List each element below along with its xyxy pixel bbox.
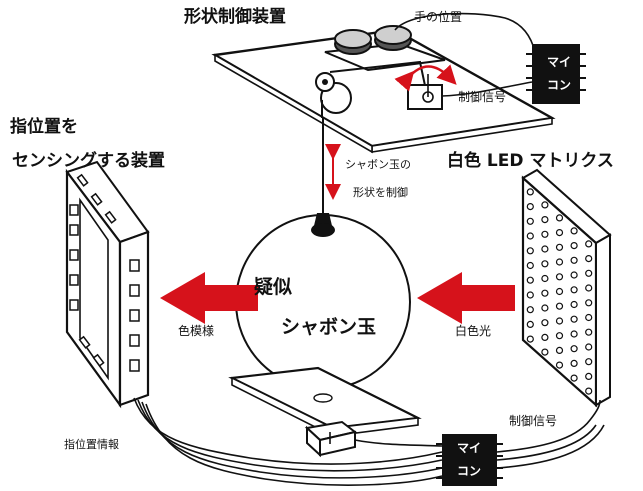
bottom-wires (133, 397, 605, 486)
led-dot (526, 188, 534, 196)
led-dot (526, 291, 534, 299)
color-pattern-arrow (160, 272, 258, 324)
led-dot (526, 203, 534, 211)
led-dot (570, 330, 578, 338)
led-dot (555, 287, 564, 296)
led-dot (570, 300, 578, 309)
led-dot (555, 317, 564, 325)
control-signal-top-label: 制御信号 (458, 90, 507, 104)
finger-position-info-label: 指位置情報 (64, 438, 119, 451)
finger-sensor-title-line1: 指位置を (10, 117, 78, 137)
led-dot (585, 284, 593, 292)
shape-controller-title: 形状制御装置 (184, 7, 286, 27)
finger-sensing-frame (65, 160, 150, 409)
led-dot (555, 332, 564, 340)
led-dot (570, 227, 578, 235)
white-led-matrix (521, 168, 612, 408)
led-dots (526, 188, 593, 395)
led-dot (541, 216, 549, 224)
chip-bottom-line2: コン (457, 464, 482, 478)
led-dot (555, 273, 564, 281)
chip-top-line2: コン (547, 78, 572, 92)
led-dot (585, 358, 593, 366)
led-dot (585, 255, 593, 263)
led-dot (541, 201, 549, 209)
led-dot (585, 387, 593, 395)
shape-control-note-line1: シャボン玉の (345, 158, 411, 171)
led-dot (585, 313, 593, 322)
pseudo-label: 疑似 (254, 276, 293, 298)
led-dot (555, 346, 564, 354)
led-dot (541, 289, 549, 297)
white-light-label: 白色光 (455, 324, 492, 338)
color-pattern-label: 色模様 (178, 324, 215, 338)
led-dot (555, 302, 564, 310)
led-dot (541, 333, 549, 341)
led-dot (585, 343, 593, 351)
led-dot (555, 361, 564, 369)
led-dot (570, 271, 578, 279)
led-dot (570, 286, 578, 294)
led-dot (526, 320, 534, 328)
led-dot (526, 306, 534, 314)
led-dot (585, 299, 593, 307)
chip-top-line1: マイ (547, 55, 572, 69)
led-dot (570, 256, 578, 264)
led-dot (526, 261, 534, 270)
led-dot (555, 214, 564, 222)
led-dot (541, 230, 549, 238)
finger-sensor-title-line2: センシングする装置 (12, 151, 165, 171)
led-dot (570, 345, 578, 353)
led-dot (526, 335, 534, 343)
white-light-arrow (417, 272, 515, 324)
led-dot (585, 372, 593, 380)
led-dot (570, 374, 578, 382)
led-matrix-title: 白色 LED マトリクス (447, 151, 614, 171)
led-dot (541, 260, 549, 268)
led-dot (585, 240, 593, 248)
chip-bottom-line1: マイ (457, 441, 482, 455)
soap-bubble (235, 213, 411, 390)
led-dot (526, 217, 534, 225)
soap-bubble-label: シャボン玉 (281, 316, 377, 338)
led-dot (541, 274, 549, 283)
led-dot (555, 243, 564, 251)
led-dot (570, 359, 578, 367)
led-dot (570, 315, 578, 323)
led-dot (526, 232, 534, 240)
control-signal-bottom-label: 制御信号 (509, 414, 558, 428)
microcontroller-chip-bottom (436, 434, 503, 486)
led-dot (541, 245, 549, 253)
bubble-stand (228, 366, 422, 458)
led-dot (541, 304, 549, 312)
led-dot (585, 328, 593, 336)
top-wires (394, 12, 536, 97)
led-dot (541, 348, 549, 356)
shape-control-note-line2: 形状を制御 (353, 186, 408, 199)
led-dot (555, 229, 564, 237)
hand-position-label: 手の位置 (414, 10, 463, 24)
led-dot (526, 276, 534, 284)
shape-control-device (211, 25, 556, 154)
microcontroller-chip-top (526, 44, 586, 104)
led-dot (555, 258, 564, 266)
led-dot (541, 319, 549, 327)
led-dot (570, 242, 578, 250)
led-dot (585, 269, 593, 277)
led-dot (526, 247, 534, 255)
